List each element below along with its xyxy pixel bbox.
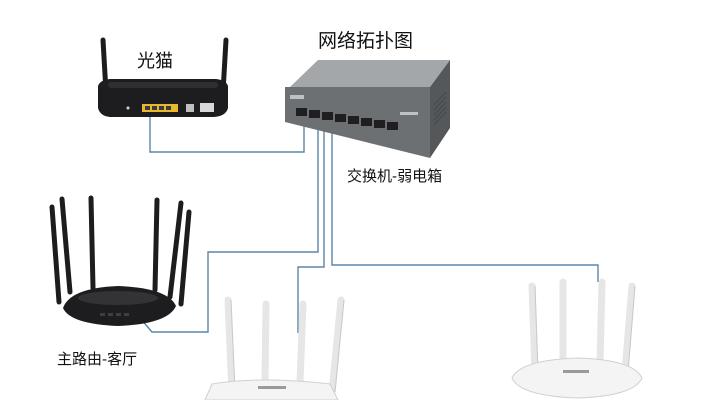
switch-vents: [433, 91, 447, 126]
modem-ports: [145, 106, 171, 110]
main-router-label: 主路由-客厅: [57, 350, 138, 368]
cables: [139, 116, 599, 333]
router-2-antennas: [224, 296, 345, 396]
cable-switch-main-router: [139, 123, 319, 333]
router-3-antennas: [528, 278, 636, 376]
switch-logo: [290, 95, 304, 99]
switch-top: [290, 60, 450, 87]
router-3-device: [511, 278, 643, 399]
main-router-antennas: [49, 195, 192, 307]
router-2-logo: [258, 386, 286, 389]
router-2-device: [204, 296, 345, 400]
switch-model: [400, 112, 418, 115]
cable-switch-router-2: [297, 123, 325, 333]
modem-top-shine: [108, 82, 218, 88]
cable-switch-router-3: [331, 123, 599, 282]
modem-body: [98, 79, 228, 117]
diagram-title: 网络拓扑图: [318, 30, 414, 52]
router-3-antenna-edges: [534, 285, 636, 373]
main-router-top-shine: [78, 291, 158, 305]
switch-device: [285, 60, 450, 158]
router-2-body: [204, 379, 339, 400]
main-router-device: [49, 195, 192, 326]
modem-side-port: [186, 104, 194, 112]
switch-ports: [296, 108, 398, 130]
switch-label: 交换机-弱电箱: [347, 167, 443, 185]
router-3-body: [511, 357, 643, 399]
main-router-ports: [100, 313, 129, 316]
router-3-logo: [563, 370, 589, 373]
modem-sticker: [200, 103, 214, 112]
router-2-antenna-edges: [230, 299, 345, 393]
cable-modem-switch: [149, 116, 305, 153]
modem-label: 光猫: [137, 51, 173, 72]
modem-device: [98, 37, 229, 117]
modem-led: [126, 106, 130, 110]
